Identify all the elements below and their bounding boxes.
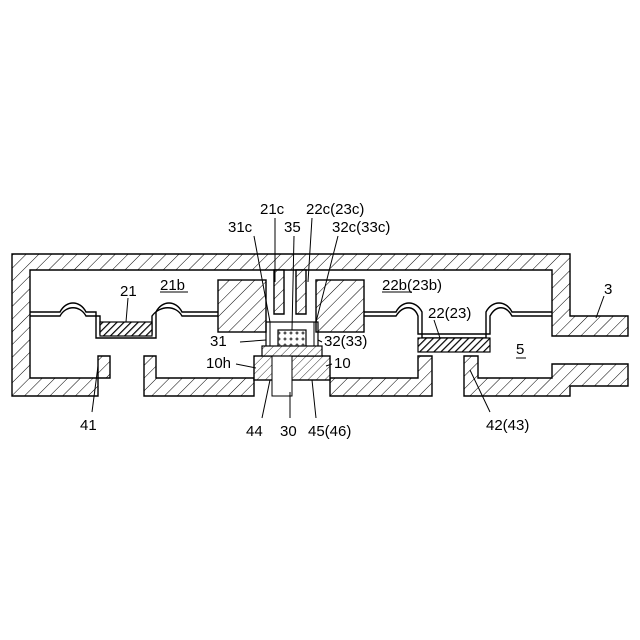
label-31: 31	[210, 333, 227, 350]
label-44: 44	[246, 423, 263, 440]
label-10: 10	[334, 355, 351, 372]
label-30: 30	[280, 423, 297, 440]
label-5: 5	[516, 341, 524, 358]
label-3: 3	[604, 281, 612, 298]
weight-22	[418, 338, 490, 352]
magnet-31	[218, 280, 266, 332]
label-32c: 32c(33c)	[332, 219, 390, 236]
label-21c: 21c	[260, 201, 285, 218]
label-22b: 22b(23b)	[382, 277, 442, 294]
label-22c: 22c(23c)	[306, 201, 364, 218]
label-31c: 31c	[228, 219, 253, 236]
label-21: 21	[120, 283, 137, 300]
substrate-step	[262, 346, 322, 356]
label-10h: 10h	[206, 355, 231, 372]
magnet-32	[316, 280, 364, 332]
label-21b: 21b	[160, 277, 185, 294]
label-41: 41	[80, 417, 97, 434]
label-22: 22(23)	[428, 305, 471, 322]
weight-21	[100, 322, 152, 336]
label-42: 42(43)	[486, 417, 529, 434]
hole-10h	[272, 356, 292, 396]
label-32: 32(33)	[324, 333, 367, 350]
label-35: 35	[284, 219, 301, 236]
label-45: 45(46)	[308, 423, 351, 440]
